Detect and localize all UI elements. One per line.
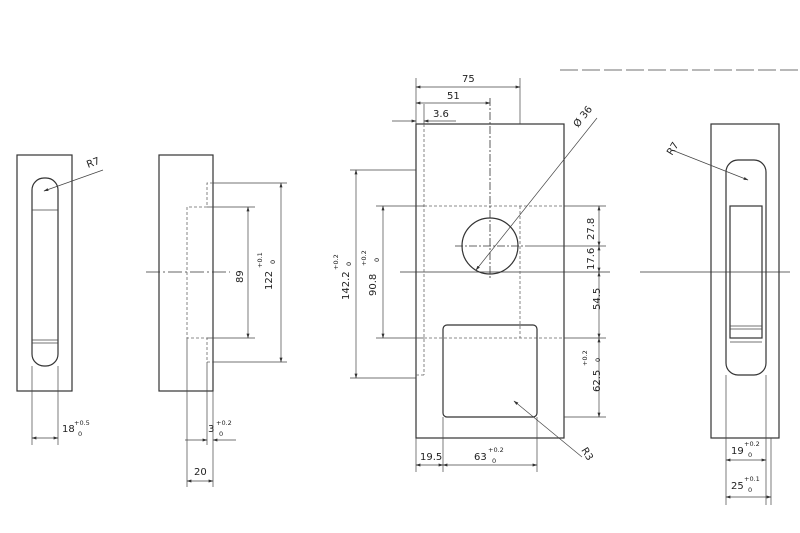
- v2-height-89-label: 89: [235, 270, 246, 283]
- v3-height-90-label: 90.8: [368, 274, 379, 296]
- v1-width-label: 18: [62, 424, 75, 435]
- v3-dim-27-8-label: 27.8: [586, 218, 597, 240]
- v2-width-3-tol-up: +0.2: [216, 419, 232, 427]
- v2-height-122-tol-up: +0.1: [256, 252, 264, 268]
- v4-width-25-label: 25: [731, 481, 744, 492]
- v1-outline: [16, 154, 73, 392]
- view-second-side: 89 122 +0.1 0 3 +0.2 0 20: [146, 154, 287, 487]
- v3-dim-62-5-label: 62.5: [592, 370, 603, 392]
- v1-width-tol-down: 0: [78, 430, 82, 438]
- v3-diameter-label: Ø 36: [571, 104, 595, 130]
- v3-square-cutout: [442, 324, 538, 418]
- v3-width-63-tol-up: +0.2: [488, 446, 504, 454]
- v3-width-19-5-label: 19.5: [420, 452, 442, 463]
- v3-width-75-label: 75: [462, 74, 475, 85]
- v4-slot-inner: [729, 205, 763, 339]
- v4-radius-leader: [671, 149, 749, 181]
- v4-width-19-tol-up: +0.2: [744, 440, 760, 448]
- v3-height-142-label: 142.2: [341, 271, 352, 300]
- v3-height-90-tol-down: 0: [373, 258, 381, 262]
- v3-dim-62-5-tol-down: 0: [594, 358, 602, 362]
- v3-dim-62-5-tol-up: +0.2: [581, 350, 589, 366]
- v4-slot-outer: [725, 159, 767, 376]
- v4-width-25-tol-down: 0: [748, 486, 752, 494]
- v4-width-19-tol-down: 0: [748, 451, 752, 459]
- v2-width-3-tol-down: 0: [219, 430, 223, 438]
- v4-outline: [710, 123, 780, 439]
- v3-dim-54-5-label: 54.5: [592, 288, 603, 310]
- v3-r3-leader: [513, 400, 583, 458]
- v3-height-90-tol-up: +0.2: [360, 250, 368, 266]
- v3-diameter-leader: [475, 117, 598, 271]
- v2-width-3-label: 3: [208, 424, 214, 435]
- v2-hidden-pocket: [186, 182, 213, 363]
- v3-r3-label: R3: [578, 446, 594, 463]
- view-front: Ø 36 R3 75 51 3.6 142.2 +0.2 0 90.8 +0.2…: [332, 69, 800, 472]
- v2-width-20-label: 20: [194, 467, 207, 478]
- v1-slot: [31, 177, 59, 367]
- v4-width-25-tol-up: +0.1: [744, 475, 760, 483]
- v1-radius-leader: [43, 169, 104, 192]
- v3-width-51-label: 51: [447, 91, 460, 102]
- view-left-side: R7 18 +0.5 0: [16, 154, 104, 445]
- v3-width-63-tol-down: 0: [492, 457, 496, 465]
- v3-width-3-6-label: 3.6: [433, 109, 449, 120]
- v3-height-142-tol-down: 0: [345, 262, 353, 266]
- v3-width-63-label: 63: [474, 452, 487, 463]
- v1-radius-label: R7: [85, 156, 101, 171]
- v3-dim-17-6-label: 17.6: [586, 248, 597, 270]
- v3-height-142-tol-up: +0.2: [332, 254, 340, 270]
- v2-outline: [158, 154, 214, 392]
- v2-height-122-tol-down: 0: [269, 260, 277, 264]
- v4-radius-label: R7: [665, 140, 681, 157]
- v2-height-122-label: 122: [264, 271, 275, 290]
- v1-width-tol-up: +0.5: [74, 419, 90, 427]
- v4-width-19-label: 19: [731, 446, 744, 457]
- view-right-side: R7 19 +0.2 0 25 +0.1 0: [640, 123, 790, 505]
